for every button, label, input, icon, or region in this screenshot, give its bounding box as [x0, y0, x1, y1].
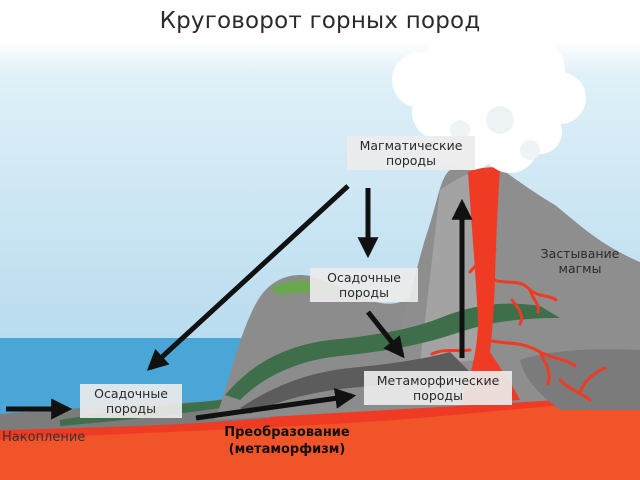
arrow-sediment-to-metamorphic — [366, 310, 405, 359]
label-magma-solidification: Застывание магмы — [530, 246, 630, 276]
label-magmatic-line2: породы — [386, 153, 436, 168]
label-metamorphic-line2: породы — [413, 388, 463, 403]
mountain-green-strata — [225, 303, 560, 400]
label-sedimentary-mountain: Осадочные породы — [310, 268, 418, 302]
label-magmatic-line1: Магматические — [359, 138, 463, 153]
label-sed-mountain-line2: породы — [339, 285, 389, 300]
label-magmatic-rocks: Магматические породы — [347, 136, 475, 170]
label-metamorphic-line1: Метаморфические — [376, 373, 500, 388]
right-rock-mass — [520, 349, 640, 410]
label-sed-sea-line1: Осадочные — [94, 386, 168, 401]
cloud-shading — [450, 106, 540, 160]
label-transformation-line2: (метаморфизм) — [228, 442, 346, 457]
label-sedimentary-sea: Осадочные породы — [80, 384, 182, 418]
label-sed-mountain-line1: Осадочные — [327, 270, 401, 285]
magma-branches — [430, 248, 607, 402]
label-sed-sea-line2: породы — [106, 401, 156, 416]
label-solidification-line1: Застывание — [540, 246, 620, 261]
label-accumulation: Накопление — [2, 430, 86, 445]
magma-conduit — [460, 167, 520, 405]
cycle-arrows — [6, 184, 473, 421]
arrow-transformation — [195, 387, 357, 421]
label-solidification-line2: магмы — [558, 261, 602, 276]
label-metamorphic-rocks: Метаморфические породы — [364, 371, 512, 405]
diagram-title: Круговорот горных пород — [159, 8, 481, 34]
arrow-magmatic-to-sea-sediment — [146, 184, 350, 371]
lava-glow — [0, 398, 640, 480]
label-transformation: Преобразование (метаморфизм) — [214, 424, 360, 458]
mountain-dark-strata — [240, 352, 470, 414]
label-transformation-line1: Преобразование — [224, 425, 350, 440]
